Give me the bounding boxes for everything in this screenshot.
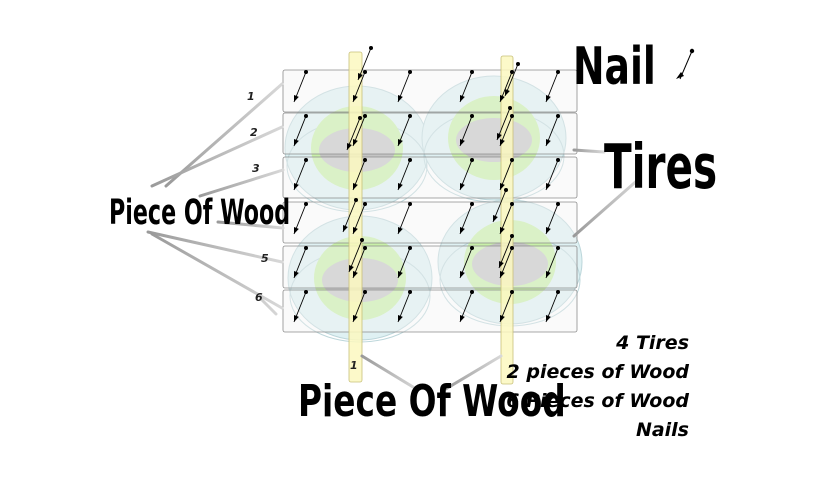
nail: [545, 246, 560, 279]
nail: [545, 202, 560, 235]
materials-item: 2 pieces of Wood: [507, 361, 690, 383]
piece-of-wood-left-label: Piece Of Wood: [109, 192, 290, 232]
leader-line: [150, 125, 284, 188]
nail: [459, 246, 474, 279]
nail: [397, 70, 412, 103]
nail: [397, 202, 412, 235]
board-number: 2: [250, 126, 258, 139]
nail: [293, 246, 308, 279]
board-number: 1: [247, 90, 255, 103]
nail: [545, 114, 560, 147]
nail: [352, 70, 367, 103]
nail-label: Nail: [573, 36, 656, 96]
nail: [499, 202, 514, 235]
board-number: 3: [252, 162, 260, 175]
leader-line: [572, 148, 606, 154]
nail: [499, 114, 514, 147]
nail: [293, 158, 308, 191]
piece-of-wood-bottom-label: Piece Of Wood: [298, 376, 566, 427]
leader-line: [572, 176, 642, 238]
nail: [352, 158, 367, 191]
nail: [293, 290, 308, 323]
nail: [352, 114, 367, 147]
nail: [492, 188, 508, 223]
board-number: 5: [261, 252, 269, 265]
wood-board: [282, 289, 578, 333]
nail: [498, 234, 514, 269]
nail: [499, 246, 514, 279]
nail: [545, 290, 560, 323]
leader-line: [150, 232, 284, 316]
materials-item: Nails: [636, 419, 689, 441]
nail: [459, 290, 474, 323]
wood-post: [500, 55, 514, 385]
nail: [348, 238, 364, 273]
nail: [459, 202, 474, 235]
nail: [496, 106, 512, 141]
materials-list: 4 Tires 2 pieces of Wood 6 Pieces of Woo…: [506, 332, 689, 441]
wood-board: [282, 201, 578, 244]
nail: [357, 46, 373, 81]
leader-line: [216, 220, 285, 230]
wood-board: [282, 112, 578, 155]
nail: [459, 158, 474, 191]
nail: [346, 116, 362, 151]
post-number: 1: [350, 359, 358, 372]
wood-board: [282, 69, 578, 113]
nail: [397, 290, 412, 323]
leader-lines: [146, 82, 642, 392]
materials-item: 6 Pieces of Wood: [506, 390, 689, 412]
nail: [342, 198, 358, 233]
nail: [459, 70, 474, 103]
leader-line: [360, 354, 420, 392]
nail: [293, 70, 308, 103]
nail: [293, 202, 308, 235]
nail: [293, 114, 308, 147]
nail: [459, 114, 474, 147]
wood-board: [282, 245, 578, 289]
wood-board: [282, 156, 578, 199]
nail: [499, 290, 514, 323]
leader-line: [442, 354, 503, 392]
tires-label: Tires: [604, 133, 717, 204]
nail: [397, 114, 412, 147]
nail: [545, 158, 560, 191]
nail: [397, 246, 412, 279]
nail: [545, 70, 560, 103]
leader-line: [146, 230, 284, 264]
nail: [352, 290, 367, 323]
board-numbers: 1 2 3 5 6 1: [247, 90, 358, 372]
nails-group: [293, 46, 560, 323]
board-number: 6: [255, 291, 263, 304]
nail: [504, 62, 520, 97]
leader-line: [164, 82, 284, 188]
materials-item: 4 Tires: [615, 332, 689, 354]
nail-legend-icon: [676, 48, 695, 80]
nail: [352, 246, 367, 279]
nail: [499, 158, 514, 191]
nail: [397, 158, 412, 191]
nail: [352, 202, 367, 235]
leader-line: [198, 168, 285, 198]
nail: [499, 70, 514, 103]
